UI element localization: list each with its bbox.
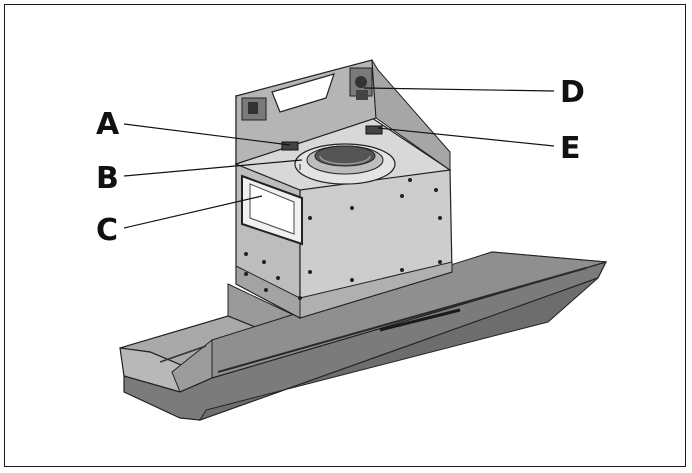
mounting-bracket-left (241, 97, 267, 121)
leader-b (123, 159, 303, 177)
housing-screws (244, 178, 442, 300)
leader-e (377, 127, 555, 147)
callout-e: E (560, 131, 581, 166)
exhaust-collar (294, 143, 396, 185)
leader-c (123, 195, 263, 229)
housing-right-panel (371, 59, 451, 171)
canopy-edge-line (159, 345, 207, 363)
control-panel-slot (379, 308, 461, 332)
leader-d (363, 87, 555, 92)
mounting-bracket-right (349, 67, 373, 100)
top-clip-a (281, 141, 299, 151)
callout-a: A (96, 107, 120, 142)
callout-d: D (560, 75, 585, 110)
control-strip-line (217, 267, 587, 373)
top-clip-e (365, 125, 383, 135)
leader-lines (123, 87, 555, 229)
callout-c: C (96, 213, 118, 248)
canopy-front-lower (198, 277, 599, 421)
housing-lower-band-left (235, 265, 301, 319)
leader-a (123, 123, 291, 146)
back-panel-cutout (271, 73, 335, 113)
callout-b: B (96, 161, 119, 196)
